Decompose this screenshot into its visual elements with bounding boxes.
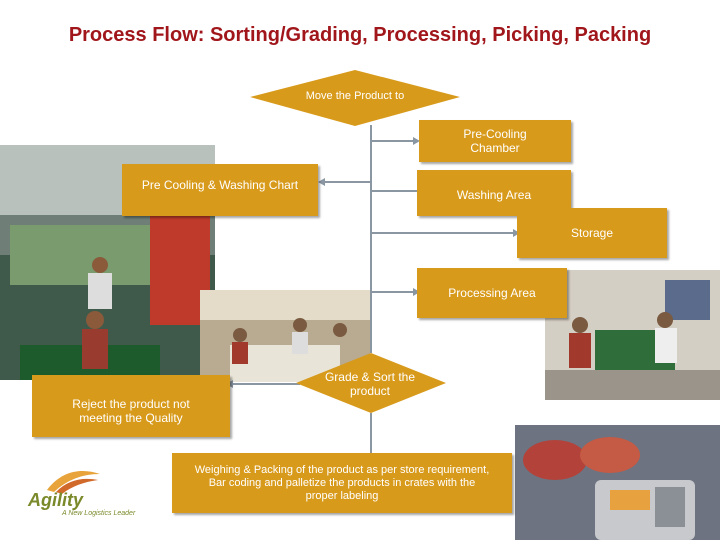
- precooling-chamber-box: Pre-Cooling Chamber: [419, 120, 571, 162]
- storage-text: Storage: [570, 226, 614, 240]
- precooling-washing-chart-box: Pre Cooling & Washing Chart: [122, 164, 318, 216]
- processing-photo: [545, 270, 720, 400]
- connector-weighing: [370, 413, 372, 453]
- page-title: Process Flow: Sorting/Grading, Processin…: [68, 24, 652, 46]
- connector-reject: [230, 383, 300, 385]
- grade-sort-label: Grade & Sort the product: [320, 368, 420, 400]
- weighing-photo: [515, 425, 720, 540]
- processing-area-text: Processing Area: [448, 286, 536, 300]
- main-flow-line: [370, 125, 372, 353]
- reject-text: Reject the product not meeting the Quali…: [72, 397, 190, 425]
- washing-area-text: Washing Area: [456, 188, 532, 202]
- precooling-chamber-text: Pre-Cooling Chamber: [463, 127, 527, 155]
- grade-sort-decision-shape: [296, 353, 446, 413]
- agility-logo-mark: [47, 471, 100, 494]
- arrow-precooling-chamber: [413, 137, 420, 145]
- agility-logo-text: Agility: [28, 490, 84, 510]
- reject-box: Reject the product not meeting the Quali…: [32, 375, 230, 437]
- arrow-processing-area: [413, 288, 420, 296]
- weighing-packing-text: Weighing & Packing of the product as per…: [194, 463, 490, 502]
- move-decision-shape: [250, 70, 460, 126]
- connector-precooling-chamber: [370, 140, 415, 142]
- weighing-packing-box: Weighing & Packing of the product as per…: [172, 453, 512, 513]
- move-label: Move the Product to: [305, 90, 405, 102]
- connector-washing-area: [372, 190, 417, 192]
- storage-box: Storage: [517, 208, 667, 258]
- precooling-washing-chart-text: Pre Cooling & Washing Chart: [141, 178, 299, 192]
- connector-processing-area: [370, 291, 415, 293]
- grade-sort-text: Grade & Sort the product: [324, 370, 416, 398]
- washing-area-box: Washing Area: [417, 170, 571, 216]
- arrow-storage: [513, 229, 520, 237]
- connector-storage: [370, 232, 515, 234]
- processing-area-box: Processing Area: [417, 268, 567, 318]
- connector-washing-chart: [322, 181, 370, 183]
- arrow-washing-chart: [318, 178, 325, 186]
- agility-logo-tagline: A New Logistics Leader: [62, 510, 136, 517]
